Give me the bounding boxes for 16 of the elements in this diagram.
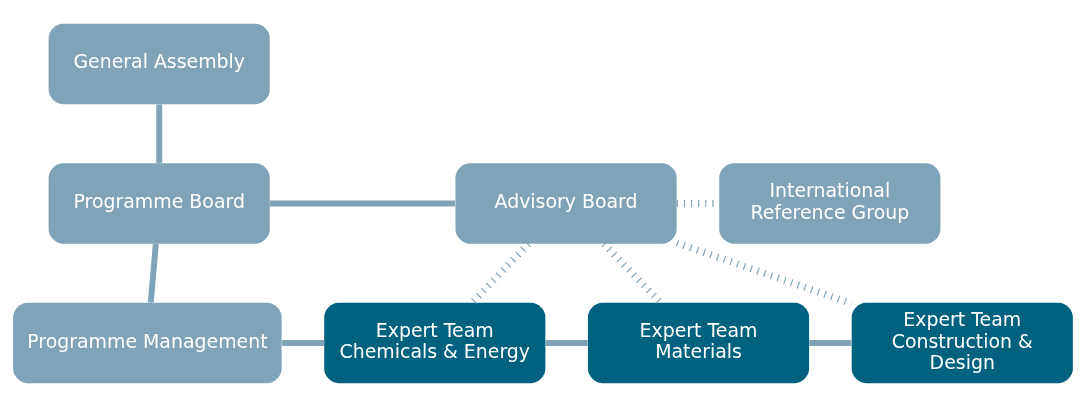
node-box: International Reference Group bbox=[719, 163, 941, 244]
node-box: Expert Team Construction & Design bbox=[851, 302, 1073, 384]
connector bbox=[601, 241, 664, 305]
connector bbox=[545, 340, 588, 346]
connector bbox=[809, 340, 852, 346]
connector bbox=[282, 340, 325, 346]
node-box: Programme Management bbox=[13, 302, 282, 384]
node-box: General Assembly bbox=[48, 23, 270, 105]
connector bbox=[469, 241, 531, 305]
node-box: Advisory Board bbox=[455, 163, 677, 244]
node-box: Expert Team Chemicals & Energy bbox=[324, 302, 546, 384]
connector bbox=[270, 200, 456, 207]
connector bbox=[147, 243, 159, 303]
connector bbox=[156, 104, 163, 163]
node-box: Programme Board bbox=[48, 163, 270, 244]
node-box: Expert Team Materials bbox=[587, 302, 810, 384]
